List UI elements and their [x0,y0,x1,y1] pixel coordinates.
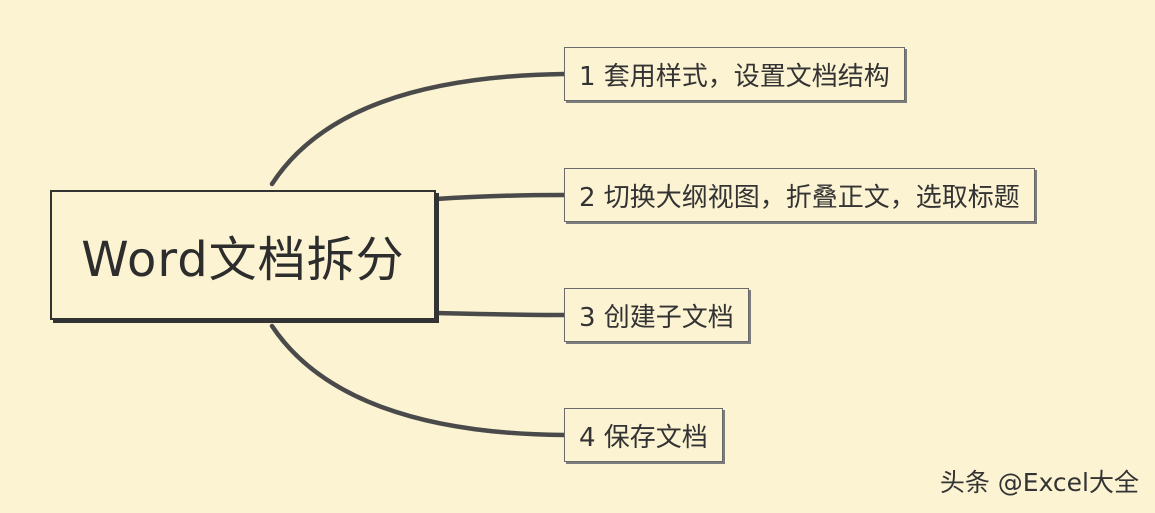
root-node: Word文档拆分 [50,190,436,320]
root-node-label: Word文档拆分 [81,232,405,288]
branch-node-2: 2 切换大纲视图，折叠正文，选取标题 [564,168,1035,222]
branch-node-3-label: 3 创建子文档 [579,302,734,333]
connector-branch-4 [269,323,567,438]
branch-node-1-label: 1 套用样式，设置文档结构 [579,61,890,92]
connector-branch-2 [433,192,567,202]
connector-branch-1 [269,71,567,187]
branch-node-4: 4 保存文档 [564,408,723,462]
watermark: 头条 @Excel大全 [939,468,1139,497]
branch-node-2-label: 2 切换大纲视图，折叠正文，选取标题 [579,182,1020,213]
connector-branch-3 [433,310,567,318]
branch-node-4-label: 4 保存文档 [579,422,708,453]
branch-node-1: 1 套用样式，设置文档结构 [564,47,905,101]
branch-node-3: 3 创建子文档 [564,288,749,342]
